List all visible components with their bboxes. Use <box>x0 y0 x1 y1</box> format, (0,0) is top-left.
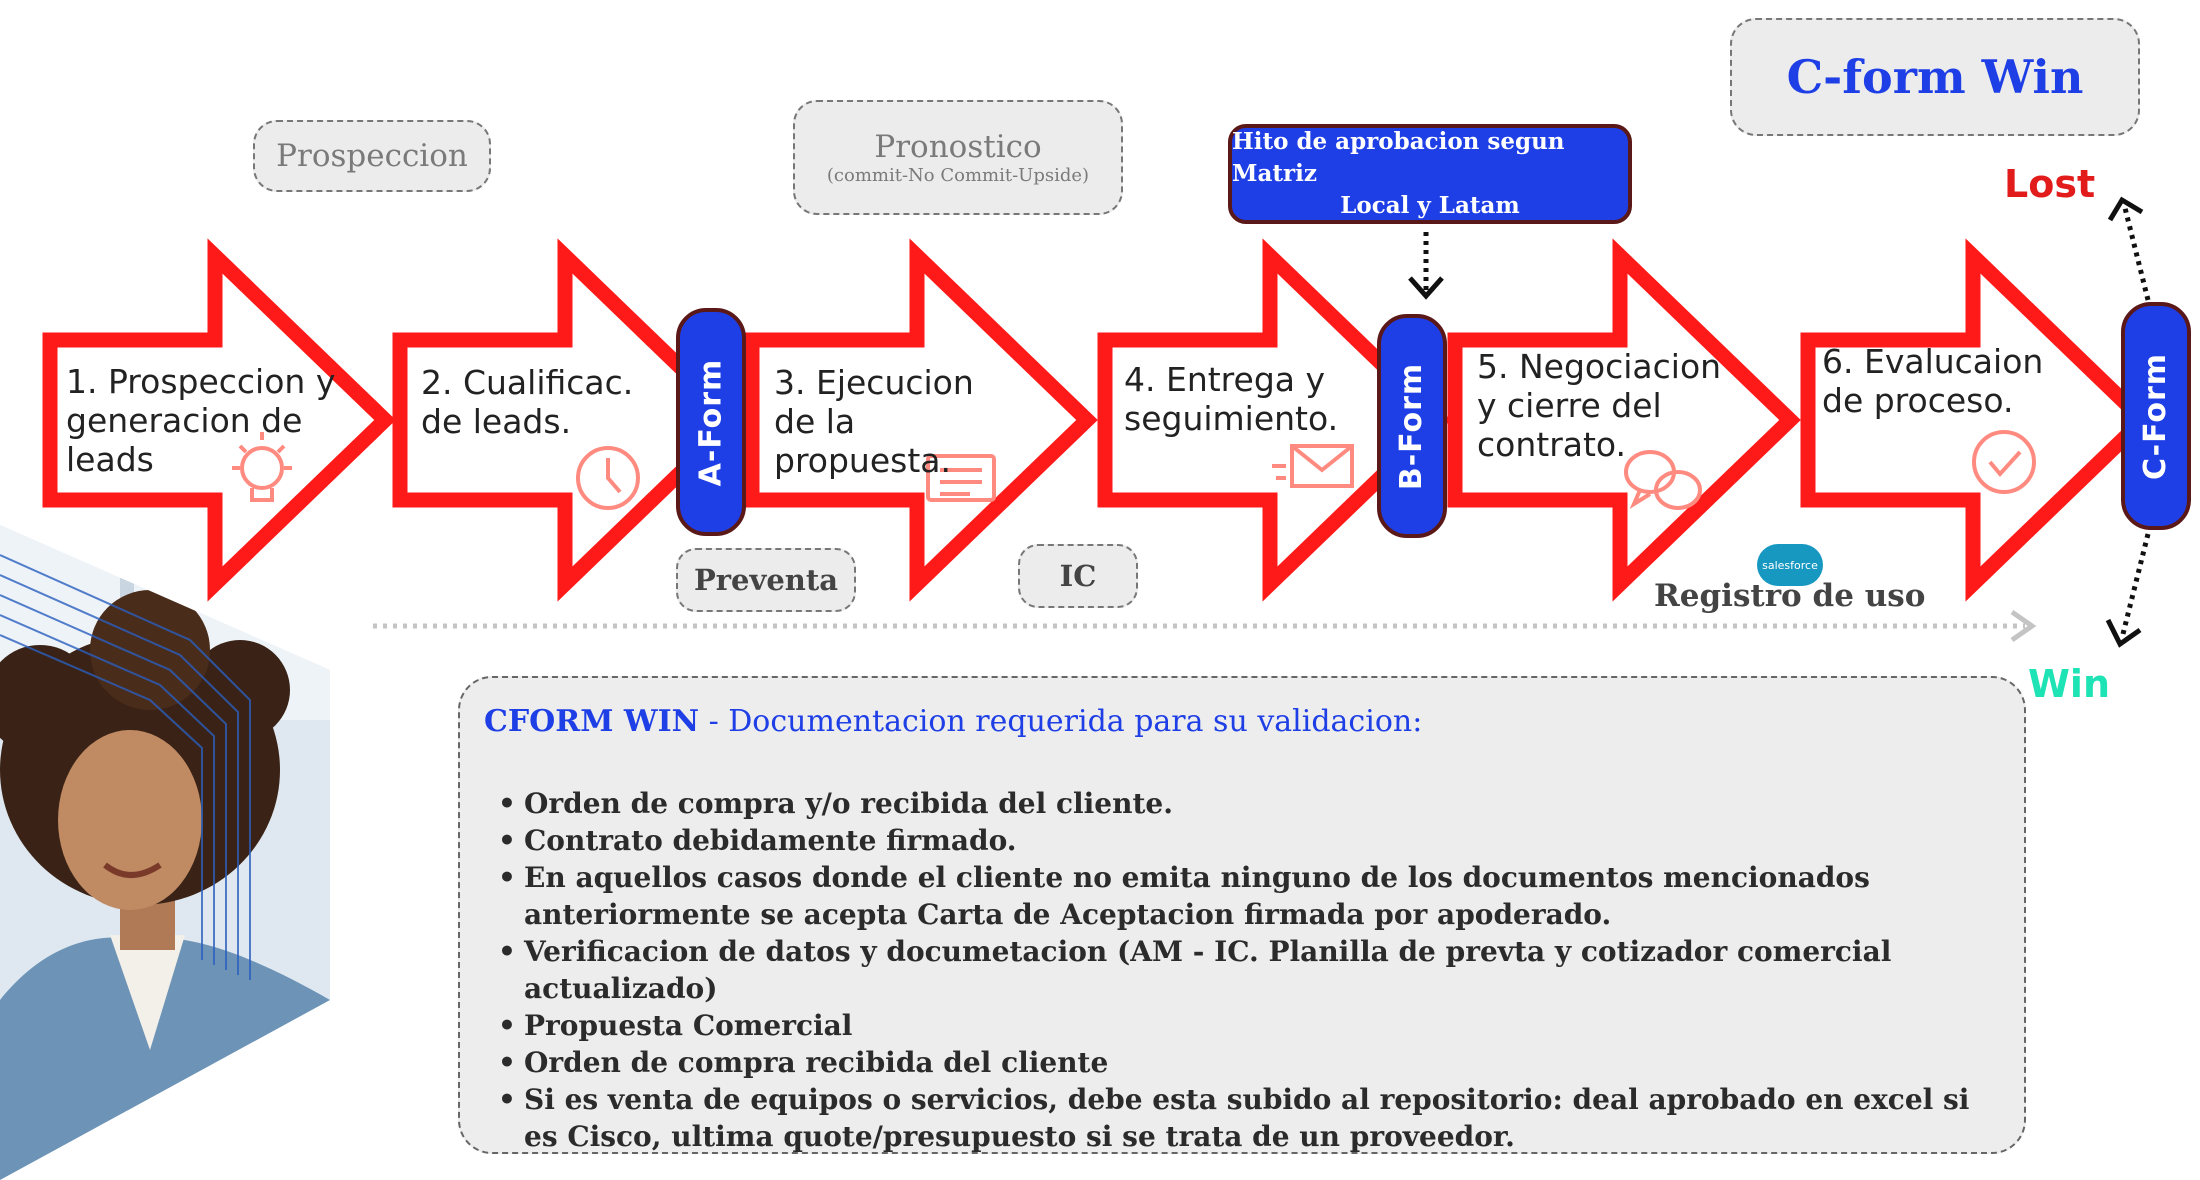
tag-pronostico-sub: (commit-No Commit-Upside) <box>826 165 1090 186</box>
documentation-title: CFORM WIN - Documentacion requerida para… <box>484 704 1998 739</box>
step-arrow-2 <box>392 238 746 602</box>
tag-ic-label: IC <box>1059 559 1097 593</box>
step-text-1: 1. Prospeccion y generacion de leads <box>66 362 336 479</box>
clock-icon <box>576 446 640 510</box>
documentation-title-bold: CFORM WIN <box>484 704 700 739</box>
lightbulb-icon <box>232 432 292 502</box>
step-arrow-1 <box>42 238 396 602</box>
c-form-marker: C-Form <box>2121 302 2191 530</box>
documentation-item: Orden de compra y/o recibida del cliente… <box>498 785 1998 822</box>
step-arrow-5 <box>1447 238 1801 602</box>
salesforce-logo: salesforce <box>1757 544 1823 586</box>
tag-prospeccion-label: Prospeccion <box>276 138 468 174</box>
a-form-label: A-Form <box>693 358 729 486</box>
checkmark-icon <box>1972 430 2036 494</box>
documentation-list: Orden de compra y/o recibida del cliente… <box>484 785 1998 1155</box>
step-arrow-6 <box>1800 238 2154 602</box>
documentation-item: Contrato debidamente firmado. <box>498 822 1998 859</box>
win-label: Win <box>2028 662 2110 706</box>
step-arrow-4 <box>1097 238 1451 602</box>
tag-prospeccion: Prospeccion <box>253 120 491 192</box>
step-text-4: 4. Entrega y seguimiento. <box>1124 360 1339 438</box>
documentation-item: En aquellos casos donde el cliente no em… <box>498 859 1998 933</box>
approval-line2: Local y Latam <box>1340 192 1520 219</box>
b-form-marker: B-Form <box>1377 314 1447 538</box>
step-text-6: 6. Evalucaion de proceso. <box>1822 342 2044 420</box>
documentation-panel: CFORM WIN - Documentacion requerida para… <box>458 676 2026 1154</box>
envelope-icon <box>1272 444 1354 488</box>
document-icon <box>926 454 996 502</box>
step-text-3: 3. Ejecucion de la propuesta. <box>774 363 974 480</box>
c-form-label: C-Form <box>2138 352 2174 480</box>
documentation-item: Propuesta Comercial <box>498 1007 1998 1044</box>
step-text-5: 5. Negociacion y cierre del contrato. <box>1477 347 1722 464</box>
registro-de-uso-label: Registro de uso <box>1654 578 1926 614</box>
dotted-connectors <box>373 196 2151 648</box>
documentation-item: Si es venta de equipos o servicios, debe… <box>498 1081 1998 1155</box>
tag-cform-win: C-form Win <box>1730 18 2140 136</box>
documentation-item: Verificacion de datos y documetacion (AM… <box>498 933 1998 1007</box>
chat-bubbles-icon <box>1624 450 1702 510</box>
tag-pronostico: Pronostico (commit-No Commit-Upside) <box>793 100 1123 215</box>
approval-line1: Hito de aprobacion segun Matriz <box>1232 128 1565 187</box>
tag-cform-win-label: C-form Win <box>1786 50 2084 104</box>
documentation-item: Orden de compra recibida del cliente <box>498 1044 1998 1081</box>
documentation-title-rest: - Documentacion requerida para su valida… <box>699 704 1423 739</box>
salesforce-logo-text: salesforce <box>1762 558 1818 572</box>
step-arrows <box>42 238 2154 602</box>
woman-photo <box>0 525 330 1180</box>
tag-ic: IC <box>1018 544 1138 608</box>
approval-milestone-box: Hito de aprobacion segun Matriz Local y … <box>1228 124 1632 224</box>
a-form-marker: A-Form <box>676 308 746 536</box>
step-text-2: 2. Cualificac. de leads. <box>421 363 634 441</box>
step-arrow-3 <box>744 238 1098 602</box>
tag-preventa-label: Preventa <box>693 563 839 597</box>
tag-pronostico-label: Pronostico <box>874 129 1042 165</box>
b-form-label: B-Form <box>1394 362 1430 490</box>
lost-label: Lost <box>2004 162 2096 206</box>
tag-preventa: Preventa <box>676 548 856 612</box>
